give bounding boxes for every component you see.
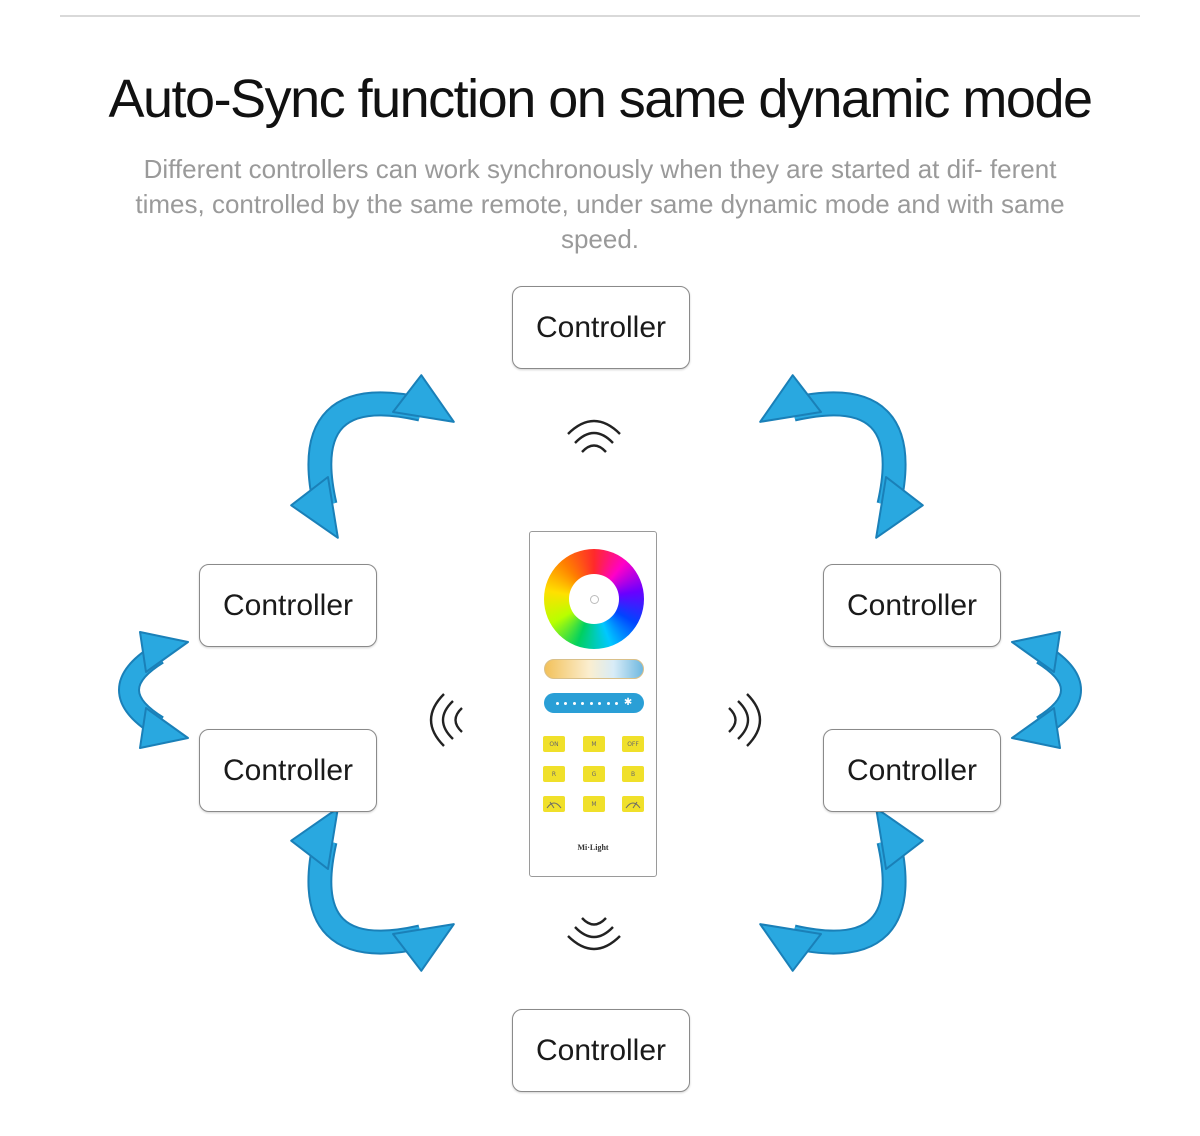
remote-button-blue: B bbox=[622, 766, 644, 782]
controller-left-lower: Controller bbox=[199, 729, 377, 812]
controller-right-upper: Controller bbox=[823, 564, 1001, 647]
remote-button-mode-2: M bbox=[583, 796, 605, 812]
top-divider bbox=[60, 15, 1140, 17]
color-wheel-icon bbox=[544, 549, 644, 649]
page-title: Auto-Sync function on same dynamic mode bbox=[108, 69, 1093, 129]
curved-arrow-icon bbox=[129, 632, 188, 748]
remote-button-on: ON bbox=[543, 736, 565, 752]
curved-arrow-icon bbox=[1012, 632, 1071, 748]
wireless-signal-icon bbox=[566, 916, 622, 951]
remote-button-green: G bbox=[583, 766, 605, 782]
speed-icon bbox=[546, 801, 562, 809]
controller-left-upper: Controller bbox=[199, 564, 377, 647]
curved-arrow-icon bbox=[270, 354, 461, 545]
remote-control: ✱ ON M OFF R G B M Mi·Light bbox=[529, 531, 657, 877]
page-subtitle: Different controllers can work synchrono… bbox=[135, 154, 1065, 254]
color-temperature-slider bbox=[544, 659, 644, 679]
remote-button-speed-down bbox=[543, 796, 565, 812]
sun-icon: ✱ bbox=[623, 697, 633, 708]
curved-arrow-icon bbox=[753, 354, 944, 545]
curved-arrow-icon bbox=[270, 801, 461, 992]
wireless-signal-icon bbox=[566, 419, 622, 454]
wireless-signal-icon bbox=[727, 692, 762, 748]
brand-logo: Mi·Light bbox=[577, 843, 609, 852]
curved-arrow-icon bbox=[753, 801, 944, 992]
controller-bottom: Controller bbox=[512, 1009, 690, 1092]
controller-top: Controller bbox=[512, 286, 690, 369]
controller-right-lower: Controller bbox=[823, 729, 1001, 812]
speed-icon bbox=[625, 801, 641, 809]
wireless-signal-icon bbox=[429, 692, 464, 748]
remote-button-red: R bbox=[543, 766, 565, 782]
remote-button-mode: M bbox=[583, 736, 605, 752]
remote-button-off: OFF bbox=[622, 736, 644, 752]
brightness-slider: ✱ bbox=[544, 693, 644, 713]
remote-button-speed-up bbox=[622, 796, 644, 812]
